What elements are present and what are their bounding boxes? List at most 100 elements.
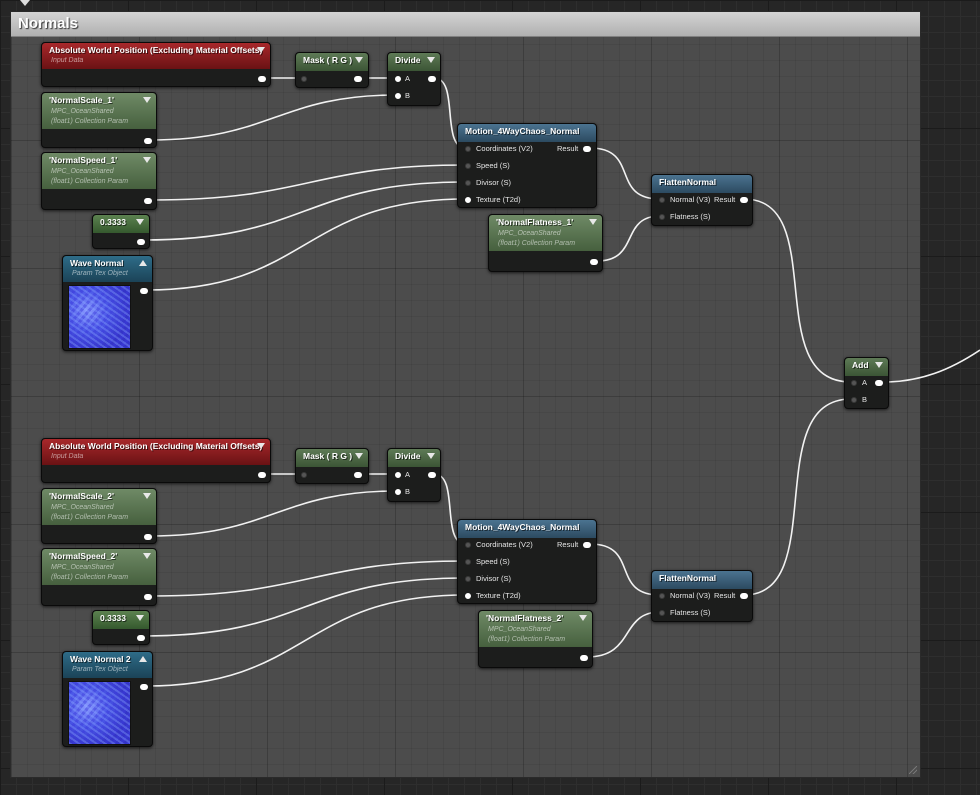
input-pin-texture[interactable] [465, 197, 471, 203]
collapse-arrow-icon[interactable] [579, 615, 587, 621]
resize-handle-icon[interactable] [909, 766, 917, 774]
normal-scale-node-1[interactable]: 'NormalScale_1' MPC_OceanShared(float1) … [41, 92, 157, 148]
node-title: Mask ( R G ) [303, 55, 353, 65]
normal-flatness-node-1[interactable]: 'NormalFlatness_1' MPC_OceanShared(float… [488, 214, 603, 272]
input-pin-normal[interactable] [659, 197, 665, 203]
collapse-arrow-icon[interactable] [136, 615, 144, 621]
collapse-arrow-icon[interactable] [875, 362, 883, 368]
normal-speed-node-2[interactable]: 'NormalSpeed_2' MPC_OceanShared(float1) … [41, 548, 157, 606]
motion-node-2[interactable]: Motion_4WayChaos_Normal Coordinates (V2)… [457, 519, 597, 604]
collapse-arrow-icon[interactable] [136, 219, 144, 225]
input-pin-coordinates[interactable] [465, 146, 471, 152]
output-pin[interactable] [428, 76, 436, 82]
pin-label-b: B [405, 91, 411, 100]
normal-speed-node-1[interactable]: 'NormalSpeed_1' MPC_OceanShared(float1) … [41, 152, 157, 210]
collapse-arrow-icon[interactable] [139, 260, 147, 266]
input-pin-divisor[interactable] [465, 576, 471, 582]
input-pin-b[interactable] [851, 397, 857, 403]
output-pin[interactable] [580, 655, 588, 661]
input-pin-divisor[interactable] [465, 180, 471, 186]
node-title: FlattenNormal [659, 573, 717, 583]
output-pin[interactable] [137, 635, 145, 641]
output-pin[interactable] [140, 684, 148, 690]
output-pin[interactable] [258, 472, 266, 478]
wave-normal-node-2[interactable]: Wave Normal 2 Param Tex Object [62, 651, 153, 747]
world-position-node-1[interactable]: Absolute World Position (Excluding Mater… [41, 42, 271, 87]
normal-flatness-header: 'NormalFlatness_1' MPC_OceanShared(float… [489, 215, 602, 251]
pin-label-speed: Speed (S) [476, 557, 510, 566]
input-pin[interactable] [301, 472, 307, 478]
output-pin[interactable] [144, 534, 152, 540]
output-pin[interactable] [144, 198, 152, 204]
pin-label-result: Result [557, 144, 579, 153]
add-node[interactable]: Add A B [844, 357, 889, 409]
collapse-arrow-icon[interactable] [139, 656, 147, 662]
flatten-node-2[interactable]: FlattenNormal Normal (V3) Flatness (S) R… [651, 570, 753, 622]
divide-node-1[interactable]: Divide A B [387, 52, 441, 106]
normal-scale-node-2[interactable]: 'NormalScale_2' MPC_OceanShared(float1) … [41, 488, 157, 544]
output-pin-result[interactable] [583, 542, 591, 548]
wave-normal-node-1[interactable]: Wave Normal Param Tex Object [62, 255, 153, 351]
normal-flatness-node-2[interactable]: 'NormalFlatness_2' MPC_OceanShared(float… [478, 610, 593, 668]
output-pin-result[interactable] [740, 197, 748, 203]
node-subtitle: MPC_OceanShared(float1) Collection Param [51, 564, 129, 581]
input-pin-texture[interactable] [465, 593, 471, 599]
collapse-arrow-icon[interactable] [257, 443, 265, 449]
node-title: Motion_4WayChaos_Normal [465, 522, 580, 532]
input-pin-a[interactable] [851, 380, 857, 386]
collapse-arrow-icon[interactable] [427, 453, 435, 459]
pin-label-texture: Texture (T2d) [476, 591, 521, 600]
output-pin[interactable] [875, 380, 883, 386]
input-pin-flatness[interactable] [659, 214, 665, 220]
output-pin[interactable] [258, 76, 266, 82]
output-pin[interactable] [137, 239, 145, 245]
motion-node-1[interactable]: Motion_4WayChaos_Normal Coordinates (V2)… [457, 123, 597, 208]
input-pin-a[interactable] [395, 76, 401, 82]
mask-node-1[interactable]: Mask ( R G ) [295, 52, 369, 88]
output-pin[interactable] [144, 594, 152, 600]
output-pin[interactable] [140, 288, 148, 294]
input-pin-a[interactable] [395, 472, 401, 478]
input-pin-speed[interactable] [465, 559, 471, 565]
collapse-arrow-icon[interactable] [143, 553, 151, 559]
mask-node-2[interactable]: Mask ( R G ) [295, 448, 369, 484]
collapse-arrow-icon[interactable] [143, 157, 151, 163]
world-position-node-2[interactable]: Absolute World Position (Excluding Mater… [41, 438, 271, 483]
input-pin[interactable] [301, 76, 307, 82]
constant-node-1[interactable]: 0.3333 [92, 214, 150, 249]
input-pin-flatness[interactable] [659, 610, 665, 616]
pin-label-coordinates: Coordinates (V2) [476, 144, 533, 153]
pin-label-b: B [405, 487, 411, 496]
output-pin[interactable] [354, 472, 362, 478]
input-pin-speed[interactable] [465, 163, 471, 169]
node-subtitle: Input Data [51, 57, 84, 64]
input-pin-coordinates[interactable] [465, 542, 471, 548]
collapse-arrow-icon[interactable] [427, 57, 435, 63]
collapse-arrow-icon[interactable] [589, 219, 597, 225]
output-pin[interactable] [428, 472, 436, 478]
input-pin-normal[interactable] [659, 593, 665, 599]
pin-label-b: B [862, 395, 868, 404]
output-pin-result[interactable] [583, 146, 591, 152]
constant-header: 0.3333 [93, 611, 149, 629]
comment-title: Normals [18, 15, 79, 32]
output-pin[interactable] [354, 76, 362, 82]
input-pin-b[interactable] [395, 93, 401, 99]
constant-node-2[interactable]: 0.3333 [92, 610, 150, 645]
output-pin[interactable] [144, 138, 152, 144]
motion-header: Motion_4WayChaos_Normal [458, 520, 596, 538]
output-pin[interactable] [590, 259, 598, 265]
flatten-node-1[interactable]: FlattenNormal Normal (V3) Flatness (S) R… [651, 174, 753, 226]
collapse-arrow-icon[interactable] [355, 57, 363, 63]
collapse-arrow-icon[interactable] [143, 493, 151, 499]
collapse-arrow-icon[interactable] [257, 47, 265, 53]
collapse-arrow-icon[interactable] [143, 97, 151, 103]
input-pin-b[interactable] [395, 489, 401, 495]
comment-header[interactable]: Normals [11, 12, 920, 37]
output-pin-result[interactable] [740, 593, 748, 599]
pin-label-result: Result [714, 591, 736, 600]
constant-value: 0.3333 [100, 613, 126, 623]
mask-header: Mask ( R G ) [296, 53, 368, 71]
collapse-arrow-icon[interactable] [355, 453, 363, 459]
divide-node-2[interactable]: Divide A B [387, 448, 441, 502]
